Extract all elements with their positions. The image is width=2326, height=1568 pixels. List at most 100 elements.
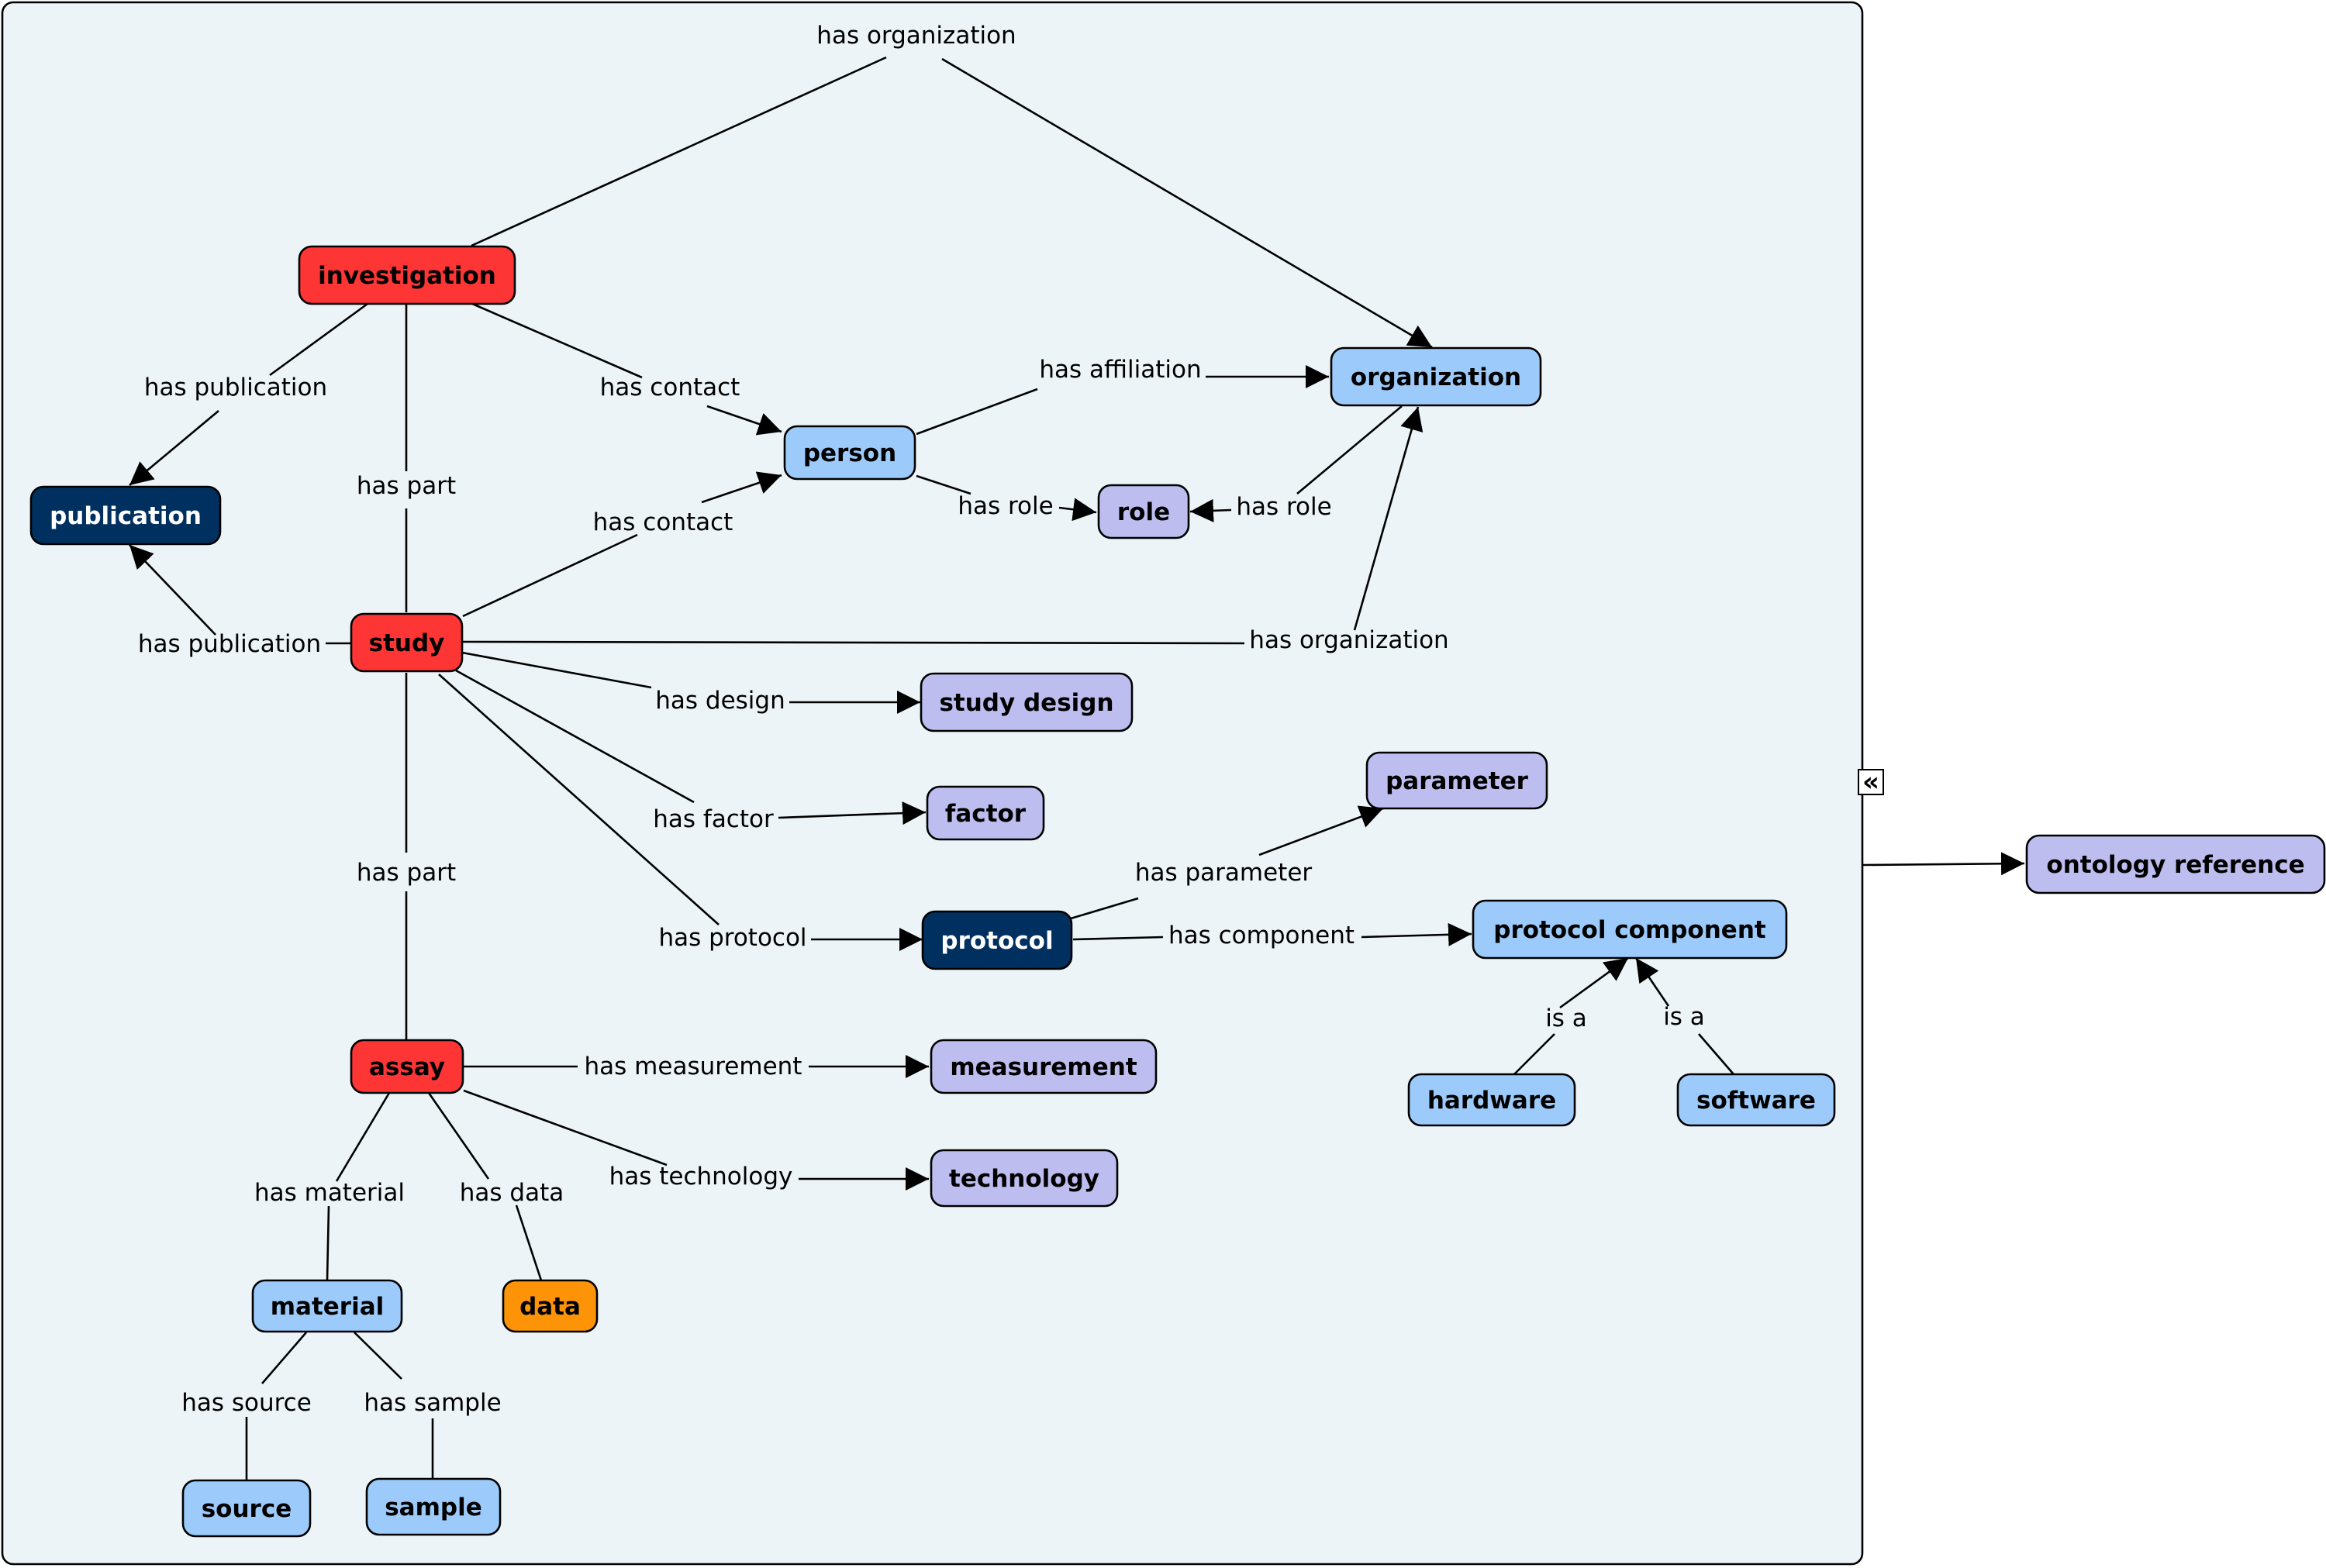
node-box (920, 672, 1134, 732)
edge-label: has publication (144, 374, 327, 401)
node-sample[interactable]: sample (365, 1477, 502, 1536)
edge-person-organization: has affiliation (916, 356, 1329, 436)
node-box (2025, 834, 2326, 894)
node-box (181, 1479, 312, 1538)
node-role[interactable]: role (1097, 484, 1190, 539)
node-label: hardware (1427, 1087, 1556, 1115)
edge-label: has material (254, 1179, 405, 1207)
edge-label: has parameter (1135, 859, 1313, 887)
node-measurement[interactable]: measurement (930, 1039, 1158, 1094)
node-label: investigation (318, 262, 496, 290)
node-data[interactable]: data (502, 1279, 599, 1333)
node-label: material (271, 1293, 385, 1321)
edge-study-factor: has factor (455, 669, 927, 833)
node-label: publication (50, 502, 202, 530)
node-box (298, 245, 516, 305)
edge-study-person: has contact (462, 471, 782, 618)
node-assay[interactable]: assay (350, 1039, 464, 1094)
node-box (1472, 899, 1788, 960)
node-label: role (1117, 498, 1170, 526)
node-protocol[interactable]: protocol (921, 910, 1073, 970)
nodes-layer: investigation publication person organizati… (29, 245, 2326, 1538)
node-protocol-component[interactable]: protocol component (1472, 899, 1788, 960)
edge-label: has organization (816, 22, 1016, 50)
node-box (29, 485, 222, 546)
edge-label: has role (1236, 493, 1331, 521)
edge-label: has protocol (658, 924, 806, 952)
node-label: study design (939, 689, 1113, 717)
edge-label: has component (1168, 922, 1355, 949)
edge-panel-ontology-reference (1862, 852, 2025, 876)
node-label: source (202, 1495, 292, 1523)
node-box (350, 612, 464, 673)
node-study-design[interactable]: study design (920, 672, 1134, 732)
node-label: protocol (940, 927, 1053, 955)
edge-label: has part (357, 859, 456, 887)
edge-material-sample: has sample (354, 1332, 502, 1479)
edge-label: has affiliation (1039, 356, 1201, 384)
edge-organization-role: has role (1189, 405, 1403, 522)
node-label: protocol component (1493, 916, 1766, 944)
edge-investigation-organization: has organization (471, 22, 1433, 349)
edge-label: has publication (138, 630, 321, 658)
edge-material-source: has source (181, 1332, 312, 1480)
node-label: parameter (1386, 767, 1528, 795)
edge-investigation-study: has part (357, 305, 456, 612)
node-ontology-reference[interactable]: ontology reference (2025, 834, 2326, 894)
edge-study-publication: has publication (129, 544, 351, 658)
node-label: factor (945, 800, 1027, 828)
node-box (1676, 1073, 1836, 1127)
node-hardware[interactable]: hardware (1407, 1073, 1576, 1127)
edge-assay-material: has material (254, 1092, 405, 1281)
node-box (1330, 346, 1542, 407)
node-software[interactable]: software (1676, 1073, 1836, 1127)
collapse-toggle[interactable]: « (1858, 767, 1884, 798)
edge-investigation-person: has contact (470, 302, 782, 436)
edge-label: is a (1545, 1005, 1587, 1032)
node-label: ontology reference (2046, 851, 2304, 879)
edge-label: has design (655, 687, 785, 715)
node-label: software (1696, 1087, 1816, 1115)
node-box (251, 1279, 403, 1333)
node-label: assay (369, 1053, 445, 1081)
edge-protocol-component: has component (1072, 922, 1472, 949)
node-box (350, 1039, 464, 1094)
node-box (926, 785, 1045, 841)
edge-protocol-parameter: has parameter (1070, 805, 1384, 920)
node-factor[interactable]: factor (926, 785, 1045, 841)
edge-person-role: has role (916, 474, 1097, 522)
edge-investigation-publication: has publication (129, 302, 368, 486)
node-label: organization (1351, 364, 1521, 391)
node-label: technology (949, 1165, 1099, 1193)
edge-label: has technology (609, 1163, 793, 1191)
node-material[interactable]: material (251, 1279, 403, 1333)
node-technology[interactable]: technology (930, 1149, 1119, 1208)
edge-label: has measurement (585, 1053, 802, 1080)
node-label: study (369, 629, 445, 657)
edge-label: has sample (364, 1389, 501, 1417)
node-box (502, 1279, 599, 1333)
node-label: measurement (950, 1053, 1137, 1081)
node-source[interactable]: source (181, 1479, 312, 1538)
edge-label: has data (460, 1179, 564, 1207)
node-investigation[interactable]: investigation (298, 245, 516, 305)
edge-study-organization: has organization (461, 406, 1449, 654)
edge-label: has contact (593, 508, 733, 536)
node-person[interactable]: person (783, 425, 916, 481)
node-parameter[interactable]: parameter (1365, 751, 1548, 810)
node-publication[interactable]: publication (29, 485, 222, 546)
node-study[interactable]: study (350, 612, 464, 673)
edges-layer: has organization has publication has con… (129, 22, 2025, 1480)
node-box (930, 1149, 1119, 1208)
node-box (1407, 1073, 1576, 1127)
node-organization[interactable]: organization (1330, 346, 1542, 407)
edge-label: has contact (600, 374, 740, 401)
double-chevron-left-icon: « (1862, 767, 1879, 798)
edge-software-component: is a (1634, 957, 1734, 1075)
node-label: data (519, 1293, 581, 1321)
edge-assay-technology: has technology (463, 1089, 929, 1191)
edge-study-design: has design (461, 651, 920, 715)
node-box (921, 910, 1073, 970)
